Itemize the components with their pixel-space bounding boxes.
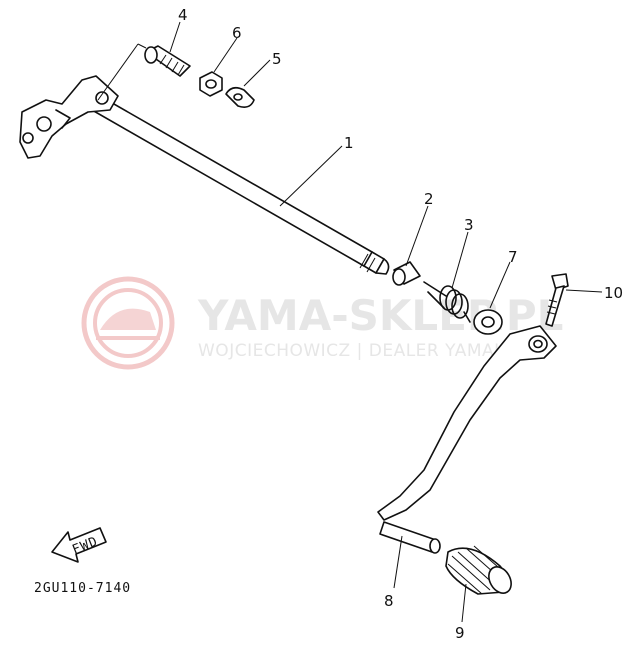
watermark-subtitle: WOJCIECHOWICZ | DEALER YAMAHA bbox=[198, 341, 520, 361]
part-label-1: 1 bbox=[344, 134, 354, 152]
part-label-10: 10 bbox=[604, 284, 623, 302]
spring-part-3 bbox=[423, 281, 471, 323]
diagram-code: 2GU110-7140 bbox=[34, 581, 131, 596]
shift-shaft bbox=[19, 75, 390, 275]
part-label-2: 2 bbox=[424, 190, 434, 208]
watermark-logo bbox=[81, 276, 175, 370]
part-label-7: 7 bbox=[508, 248, 518, 266]
watermark-brand: YAMA-SKLEP.PL bbox=[197, 291, 563, 340]
part-label-9: 9 bbox=[455, 624, 465, 642]
washer-part-5 bbox=[225, 86, 255, 108]
part-label-6: 6 bbox=[232, 24, 242, 42]
nut-part-6 bbox=[199, 71, 223, 97]
part-label-4: 4 bbox=[178, 6, 188, 24]
part-labels: 4 6 5 1 2 3 7 10 8 9 bbox=[178, 6, 623, 642]
pedal-rubber-part-9 bbox=[445, 545, 512, 595]
pedal-peg-part-8 bbox=[379, 521, 441, 554]
fwd-arrow-icon: FWD bbox=[51, 527, 107, 563]
collar-part-2 bbox=[392, 261, 421, 286]
part-label-3: 3 bbox=[464, 216, 474, 234]
shift-pedal-lever bbox=[377, 325, 557, 521]
part-label-8: 8 bbox=[384, 592, 394, 610]
watermark: YAMA-SKLEP.PL WOJCIECHOWICZ | DEALER YAM… bbox=[81, 276, 563, 370]
leader-lines bbox=[97, 21, 603, 623]
part-label-5: 5 bbox=[272, 50, 282, 68]
bolt-part-10 bbox=[545, 273, 569, 327]
bolt-part-4 bbox=[144, 45, 191, 77]
washer-part-7 bbox=[473, 309, 503, 335]
